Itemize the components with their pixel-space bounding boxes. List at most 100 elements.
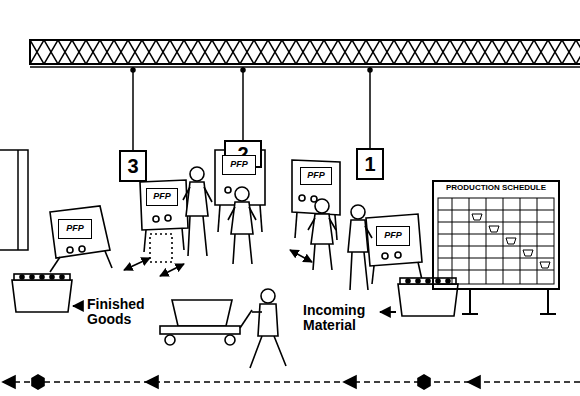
material-bin — [20, 275, 24, 279]
pfp-screen: PFP — [222, 155, 256, 175]
node-text: PFP — [384, 231, 402, 241]
cart-and-handler — [261, 289, 275, 303]
material-bin — [40, 275, 44, 279]
worker — [188, 216, 207, 256]
node-text: PFP — [307, 171, 325, 181]
material-bin — [406, 279, 410, 283]
workstation — [299, 195, 305, 201]
worker — [348, 220, 368, 252]
sign-hanger — [131, 67, 372, 150]
worker — [233, 234, 252, 264]
pfp-screen: PFP — [300, 167, 332, 185]
workstation — [150, 234, 172, 262]
workstation — [50, 150, 422, 284]
schedule-grid — [438, 258, 554, 259]
motion-arrow — [290, 250, 312, 262]
sign-hanger — [241, 68, 245, 72]
worker — [183, 187, 212, 202]
schedule-grid — [462, 313, 478, 315]
cart-and-handler — [172, 300, 232, 326]
side-panel — [0, 150, 28, 250]
schedule-grid — [469, 198, 470, 284]
flow-path — [344, 376, 356, 388]
workstation — [225, 187, 231, 193]
worker — [235, 187, 249, 201]
side-panel — [17, 150, 19, 250]
overhead-beam — [30, 40, 580, 64]
workstation — [295, 212, 297, 238]
worker — [350, 252, 368, 290]
flow-path — [468, 376, 480, 388]
material-bin — [60, 275, 64, 279]
schedule-grid — [452, 198, 453, 284]
schedule-grid — [486, 198, 487, 284]
material-bin — [30, 275, 34, 279]
cart-and-handler — [225, 335, 235, 345]
flow-label: Finished Goods — [86, 297, 158, 327]
schedule-grid — [438, 198, 554, 284]
material-bin — [426, 279, 430, 283]
overhead-beam — [30, 40, 580, 67]
schedule-grid — [438, 234, 554, 235]
flow-path — [32, 375, 44, 389]
workstation — [50, 206, 110, 258]
material-bin — [50, 275, 54, 279]
workstation — [140, 180, 188, 230]
flow-path — [3, 376, 15, 388]
station-sign: 3 — [119, 150, 147, 182]
material-bin — [446, 279, 450, 283]
node-text: PRODUCTION SCHEDULE — [444, 184, 548, 193]
schedule-grid — [520, 198, 521, 284]
schedule-grid — [540, 313, 556, 315]
workstation — [382, 253, 388, 259]
workstation — [182, 228, 184, 250]
side-panel — [0, 150, 28, 250]
material-bin — [416, 279, 420, 283]
schedule-grid — [438, 210, 554, 211]
material-bin — [12, 280, 72, 312]
flow-arrow — [73, 305, 82, 307]
cart-and-handler — [240, 310, 252, 328]
sign-hanger — [132, 67, 134, 150]
flow-path — [146, 376, 158, 388]
overhead-beam — [30, 66, 580, 68]
sign-hanger — [242, 67, 244, 140]
pfp-screen: PFP — [376, 226, 410, 246]
workstation — [105, 251, 112, 268]
worker — [228, 207, 256, 220]
schedule-grid — [469, 290, 471, 314]
material-bin — [14, 274, 70, 280]
cart-and-handler — [160, 326, 240, 334]
cart-and-handler — [250, 336, 286, 368]
workstation — [366, 214, 422, 266]
cart-and-handler — [252, 311, 262, 313]
schedule-grid — [438, 198, 556, 314]
motion-arrow — [124, 250, 312, 276]
flow-path — [418, 375, 430, 389]
cart-and-handler — [160, 289, 286, 368]
schedule-grid — [438, 246, 554, 247]
workstation — [50, 257, 60, 272]
schedule-grid — [472, 214, 550, 268]
cart-and-handler — [258, 304, 278, 336]
node-text: PFP — [230, 160, 248, 170]
schedule-grid — [547, 290, 549, 314]
node-text: 1 — [364, 153, 375, 175]
workstation — [144, 230, 146, 252]
cart-and-handler — [165, 335, 175, 345]
schedule-grid — [438, 270, 554, 271]
sign-hanger — [368, 68, 372, 72]
sign-hanger — [369, 67, 371, 148]
worker — [190, 167, 204, 181]
workstation — [153, 216, 159, 222]
flow-arrow — [380, 311, 396, 313]
schedule-grid — [537, 198, 538, 284]
node-text: 3 — [127, 155, 138, 177]
workstation — [79, 246, 85, 252]
worker — [315, 199, 329, 213]
workstation — [292, 160, 340, 215]
material-bin — [400, 278, 456, 284]
worker — [313, 244, 332, 270]
